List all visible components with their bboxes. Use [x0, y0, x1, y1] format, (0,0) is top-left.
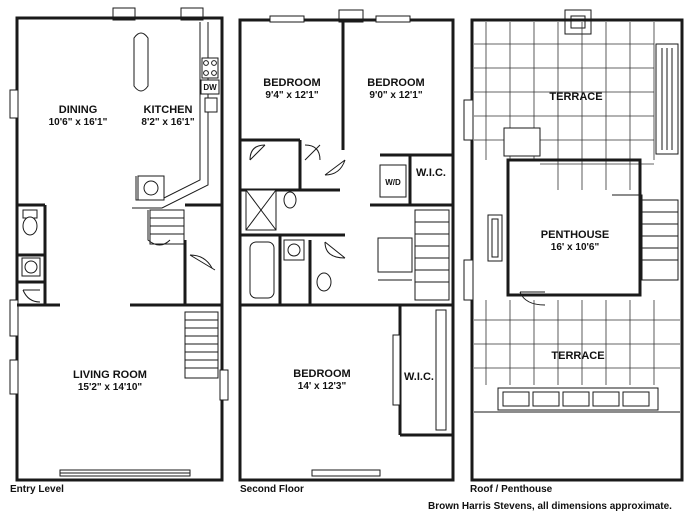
- washer-dryer: [379, 164, 407, 198]
- credit-note: Brown Harris Stevens, all dimensions app…: [428, 501, 672, 512]
- planter: [487, 214, 503, 262]
- skylight: [503, 127, 541, 157]
- appliance: [204, 97, 218, 113]
- washer-dryer-label: W/D: [385, 178, 401, 187]
- room-bedroom-b-name: BEDROOM: [367, 77, 424, 89]
- room-bedroom-b-dims: 9'0" x 12'1": [369, 90, 422, 101]
- staircase: [612, 194, 679, 281]
- floor-label-roof: Roof / Penthouse: [470, 484, 553, 495]
- exterior-wall: [15, 16, 224, 482]
- exterior-wall: [238, 18, 455, 482]
- floor-label-entry: Entry Level: [10, 484, 64, 495]
- terrace-tiles-upper: [474, 22, 655, 190]
- room-terrace-lower-name: TERRACE: [551, 350, 604, 362]
- room-penthouse-dims: 16' x 10'6": [551, 242, 600, 253]
- skylight: [564, 9, 592, 35]
- staircase: [147, 209, 219, 379]
- room-wic-lower-name: W.I.C.: [404, 371, 434, 383]
- toilet: [283, 191, 297, 209]
- window: [9, 359, 19, 395]
- terrace-tiles-lower: [474, 300, 680, 385]
- dishwasher-label: DW: [203, 83, 217, 92]
- room-living-name: LIVING ROOM: [73, 369, 147, 381]
- room-wic-upper-name: W.I.C.: [416, 167, 446, 179]
- dishwasher: [200, 79, 220, 95]
- room-bedroom-c-dims: 14' x 12'3": [298, 381, 347, 392]
- window: [9, 89, 19, 119]
- entry-level-plan: DW: [9, 7, 229, 482]
- window: [219, 369, 229, 401]
- room-dining-name: DINING: [59, 104, 98, 116]
- room-bedroom-c-name: BEDROOM: [293, 368, 350, 380]
- toilet: [316, 272, 332, 292]
- kitchen-island: [133, 32, 149, 92]
- room-dining-dims: 10'6" x 16'1": [49, 117, 108, 128]
- room-bedroom-a-name: BEDROOM: [263, 77, 320, 89]
- planter-row: [497, 387, 659, 411]
- room-penthouse-name: PENTHOUSE: [541, 229, 609, 241]
- second-floor-plan: W/D W.I.C.: [238, 9, 455, 482]
- window: [9, 299, 19, 337]
- toilet: [22, 216, 38, 236]
- room-terrace-upper-name: TERRACE: [549, 91, 602, 103]
- roof-penthouse-plan: TERRACE PENTHOUSE 16' x 10'6" TERRACE: [463, 9, 684, 482]
- room-kitchen-dims: 8'2" x 16'1": [141, 117, 194, 128]
- room-kitchen-name: KITCHEN: [144, 104, 193, 116]
- bathtub: [249, 241, 275, 299]
- exterior-wall: [470, 18, 684, 482]
- staircase: [377, 209, 450, 301]
- penthouse-walls: [506, 158, 642, 297]
- floor-label-second: Second Floor: [240, 484, 304, 495]
- room-living-dims: 15'2" x 14'10": [78, 382, 143, 393]
- room-bedroom-a-dims: 9'4" x 12'1": [265, 90, 318, 101]
